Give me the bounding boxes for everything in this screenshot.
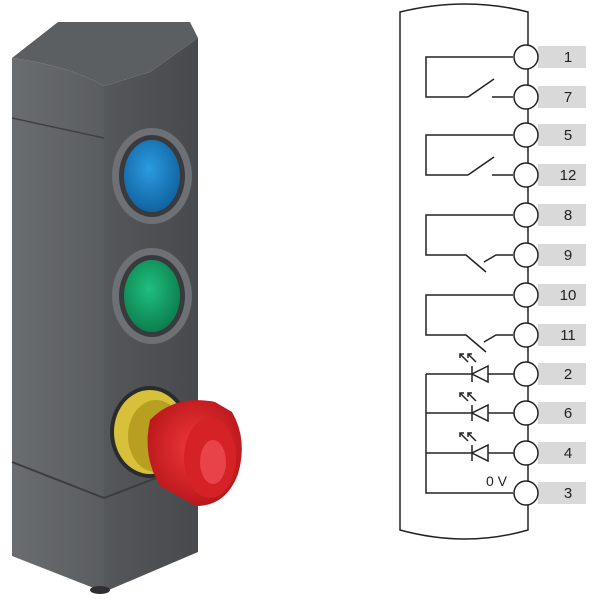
terminal-number: 6 <box>564 405 572 422</box>
terminal-label-bg <box>538 124 586 146</box>
blue-pushbutton <box>112 128 192 224</box>
terminal-circle <box>513 361 539 387</box>
terminal-circle <box>513 242 539 268</box>
terminal-label-bg <box>538 482 586 504</box>
control-box-illustration <box>11 22 242 594</box>
led-3 <box>459 432 514 463</box>
led-1 <box>459 353 514 384</box>
terminal-2: 2 <box>513 361 586 387</box>
terminal-number: 3 <box>564 485 572 502</box>
terminal-circle <box>513 162 539 188</box>
terminal-number: 8 <box>564 207 572 224</box>
terminal-label-bg <box>538 164 586 186</box>
nc-contact-8-9 <box>425 214 513 273</box>
terminal-circle <box>513 282 539 308</box>
terminal-number: 7 <box>564 89 572 106</box>
terminal-label-bg <box>538 402 586 424</box>
terminal-6: 6 <box>513 400 586 426</box>
terminal-circle <box>513 122 539 148</box>
terminal-8: 8 <box>513 202 586 228</box>
terminal-circle <box>513 322 539 348</box>
terminal-4: 4 <box>513 440 586 466</box>
emergency-stop-button <box>110 386 242 506</box>
terminal-number: 9 <box>564 247 572 264</box>
schematic-outline <box>399 3 529 540</box>
no-contact-1-7 <box>425 56 513 98</box>
terminal-label-bg <box>538 204 586 226</box>
terminal-number: 4 <box>564 445 572 462</box>
terminal-circle <box>513 202 539 228</box>
housing-side <box>12 58 104 592</box>
terminal-5: 5 <box>513 122 586 148</box>
terminal-circle <box>513 44 539 70</box>
terminal-label-bg <box>538 442 586 464</box>
terminal-label-bg <box>538 284 586 306</box>
terminal-1: 1 <box>513 44 586 70</box>
terminal-label-bg <box>538 324 586 346</box>
terminal-number: 11 <box>560 327 576 344</box>
terminal-10: 10 <box>513 282 586 308</box>
terminal-number: 1 <box>564 49 572 66</box>
terminal-circle <box>513 480 539 506</box>
led-2 <box>459 392 514 423</box>
housing-top <box>12 22 198 86</box>
terminal-11: 11 <box>513 322 586 348</box>
terminal-label-bg <box>538 46 586 68</box>
nc-contact-10-11 <box>425 294 513 353</box>
terminal-number: 10 <box>560 287 577 304</box>
terminal-7: 7 <box>513 84 586 110</box>
terminal-circle <box>513 84 539 110</box>
terminal-12: 12 <box>513 162 586 188</box>
ground-label: 0 V <box>486 473 508 489</box>
green-pushbutton <box>112 248 192 344</box>
terminal-number: 2 <box>564 366 572 383</box>
terminal-label-bg <box>538 244 586 266</box>
terminal-3: 3 <box>513 480 586 506</box>
terminal-circle <box>513 400 539 426</box>
terminal-number: 5 <box>564 127 572 144</box>
terminal-label-bg <box>538 363 586 385</box>
terminal-circle <box>513 440 539 466</box>
led-circuit <box>425 373 513 494</box>
no-contact-5-12 <box>425 134 513 176</box>
terminal-number: 12 <box>560 167 577 184</box>
terminal-9: 9 <box>513 242 586 268</box>
terminal-label-bg <box>538 86 586 108</box>
